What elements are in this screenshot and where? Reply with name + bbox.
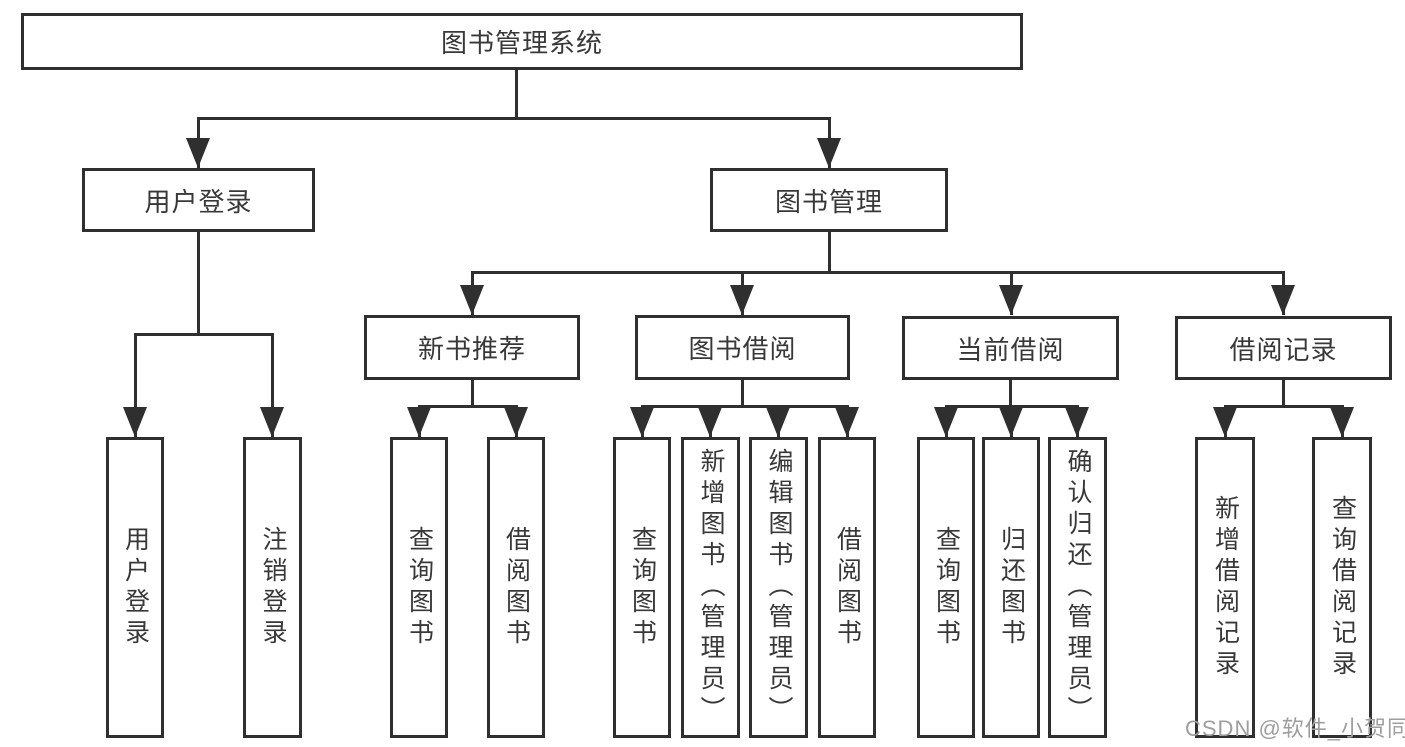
leaf-borrow-book-2: 借阅图书	[818, 437, 876, 738]
arrow-to-leaf-logout	[270, 334, 274, 437]
leaf-query-book-1-label: 查询图书	[405, 525, 434, 650]
leaf-borrow-book-1: 借阅图书	[487, 437, 545, 738]
node-current-borrow: 当前借阅	[902, 316, 1119, 380]
arrow-to-new-book-recommend	[470, 272, 474, 315]
leaf-add-borrow-record-label: 新增借阅记录	[1211, 494, 1240, 681]
leaf-query-book-3-label: 查询图书	[932, 525, 961, 650]
leaf-confirm-return-admin-label: 确认归还（管理员）	[1064, 448, 1092, 727]
connector-root-rail	[196, 116, 831, 120]
arrow-to-leaf-add-borrow-record	[1223, 406, 1227, 437]
node-book-borrow: 图书借阅	[635, 315, 850, 380]
leaf-edit-book-admin: 编辑图书（管理员）	[749, 437, 808, 738]
arrow-to-leaf-query-book-2	[640, 406, 644, 437]
connector-user-login-stem	[196, 232, 200, 334]
node-borrow-record: 借阅记录	[1175, 316, 1392, 380]
arrow-to-leaf-edit-book	[776, 406, 780, 437]
arrow-to-leaf-borrow-book-1	[514, 406, 518, 437]
leaf-edit-book-admin-label: 编辑图书（管理员）	[765, 448, 793, 727]
leaf-add-book-admin: 新增图书（管理员）	[681, 437, 740, 738]
arrow-to-leaf-user-login	[133, 334, 137, 437]
connector-book-borrow-rail	[640, 404, 849, 408]
leaf-logout-label: 注销登录	[259, 525, 287, 650]
leaf-logout: 注销登录	[243, 437, 302, 738]
leaf-query-borrow-record-label: 查询借阅记录	[1328, 494, 1357, 681]
node-new-book-recommend: 新书推荐	[364, 315, 580, 380]
node-user-login: 用户登录	[82, 168, 315, 232]
leaf-query-borrow-record: 查询借阅记录	[1312, 437, 1372, 738]
arrow-to-leaf-query-book-3	[944, 406, 948, 437]
connector-root-stem	[514, 70, 518, 118]
leaf-user-login-label: 用户登录	[121, 525, 150, 650]
connector-user-login-rail	[133, 332, 274, 336]
connector-book-management-stem	[827, 232, 831, 272]
leaf-return-book: 归还图书	[982, 437, 1040, 738]
csdn-watermark: CSDN @软件_小贺同学	[1185, 716, 1405, 741]
arrow-to-leaf-confirm-return	[1075, 406, 1079, 437]
leaf-user-login: 用户登录	[106, 437, 164, 738]
leaf-return-book-label: 归还图书	[997, 525, 1026, 650]
leaf-query-book-2-label: 查询图书	[628, 525, 657, 650]
connector-borrow-record-stem	[1281, 379, 1285, 406]
leaf-borrow-book-2-label: 借阅图书	[833, 525, 862, 650]
node-root-system: 图书管理系统	[21, 13, 1023, 70]
arrow-to-user-login	[196, 118, 200, 168]
arrow-to-leaf-return-book	[1009, 406, 1013, 437]
arrow-to-leaf-query-borrow-record	[1340, 406, 1344, 437]
arrow-to-borrow-record	[1281, 272, 1285, 315]
leaf-query-book-2: 查询图书	[613, 437, 671, 738]
arrow-to-leaf-borrow-book-2	[845, 406, 849, 437]
node-book-management: 图书管理	[710, 168, 948, 232]
leaf-add-book-admin-label: 新增图书（管理员）	[697, 448, 725, 727]
leaf-query-book-1: 查询图书	[390, 437, 448, 738]
connector-new-book-recommend-stem	[470, 380, 474, 406]
leaf-confirm-return-admin: 确认归还（管理员）	[1048, 437, 1107, 738]
leaf-query-book-3: 查询图书	[917, 437, 975, 738]
arrow-to-book-management	[827, 118, 831, 168]
arrow-to-leaf-query-book-1	[417, 406, 421, 437]
arrow-to-book-borrow	[740, 272, 744, 315]
leaf-borrow-book-1-label: 借阅图书	[502, 525, 531, 650]
leaf-add-borrow-record: 新增借阅记录	[1195, 437, 1255, 738]
connector-new-book-recommend-rail	[417, 404, 518, 408]
connector-current-borrow-stem	[1009, 379, 1012, 406]
connector-book-management-rail	[470, 270, 1285, 274]
arrow-to-leaf-add-book	[708, 406, 712, 437]
arrow-to-current-borrow	[1009, 272, 1013, 315]
connector-borrow-record-rail	[1223, 404, 1344, 408]
connector-book-borrow-stem	[740, 380, 744, 406]
